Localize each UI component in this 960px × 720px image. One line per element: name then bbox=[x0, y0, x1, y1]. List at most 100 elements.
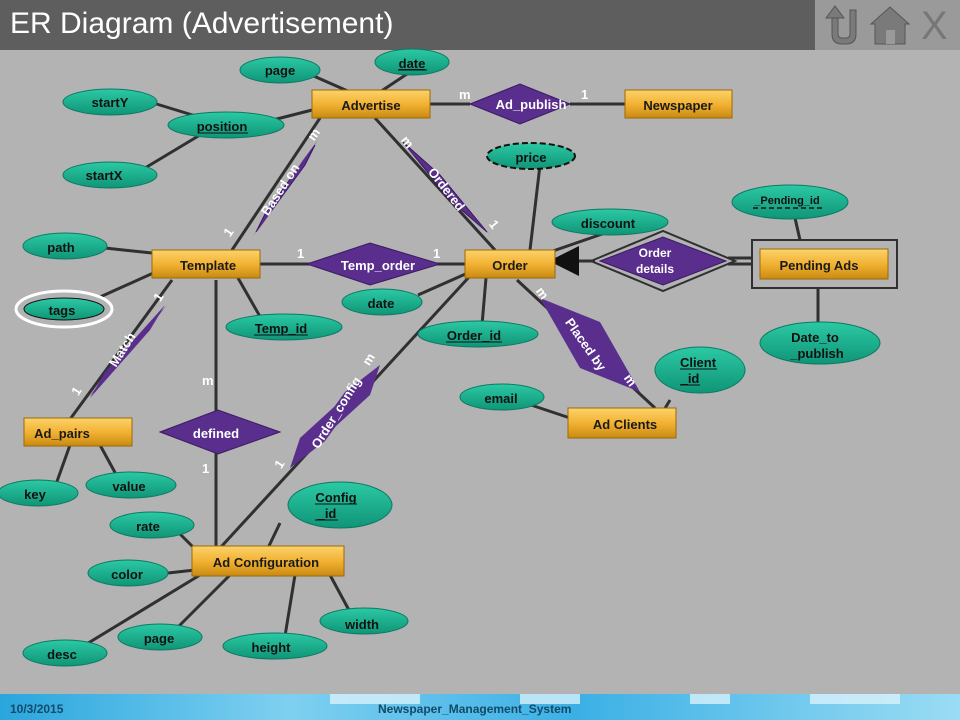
attribute-label-line2: _publish bbox=[789, 346, 844, 361]
attribute-label: date bbox=[368, 296, 395, 311]
footer-date: 10/3/2015 bbox=[10, 702, 64, 716]
attribute-label: position bbox=[197, 119, 248, 134]
close-button[interactable]: X bbox=[915, 2, 960, 48]
attribute-order-id: Order_id bbox=[417, 320, 539, 348]
attribute-path: path bbox=[22, 232, 108, 260]
relationship-label: Temp_order bbox=[341, 258, 415, 273]
attribute-label: value bbox=[112, 479, 145, 494]
weak-entity-border bbox=[751, 239, 898, 289]
title-bar: ER Diagram (Advertisement) bbox=[0, 0, 815, 50]
attribute-label: page bbox=[144, 631, 174, 646]
attribute-starty: startY bbox=[62, 88, 158, 116]
entity-label: Pending Ads bbox=[780, 258, 859, 273]
attribute-rate: rate bbox=[109, 511, 195, 539]
attribute-label: color bbox=[111, 567, 143, 582]
attribute-startx: startX bbox=[62, 161, 158, 189]
cardinality-order-config-1: 1 bbox=[271, 457, 288, 471]
attribute-value: value bbox=[85, 471, 177, 499]
entity-label: Newspaper bbox=[643, 98, 712, 113]
attribute-config-id: Config _id bbox=[287, 481, 393, 529]
cardinality-defined-m: m bbox=[202, 373, 214, 388]
entity-template: Template bbox=[151, 249, 261, 279]
attribute-temp-id: Temp_id bbox=[225, 313, 343, 341]
entity-ad-clients: Ad Clients bbox=[567, 407, 677, 439]
relationship-label: Ad_publish bbox=[496, 97, 567, 112]
attribute-label: email bbox=[484, 391, 517, 406]
cardinality-placed-by-top: m bbox=[533, 284, 552, 302]
attribute-date-top: date bbox=[374, 48, 450, 76]
cardinality-based-on-1: 1 bbox=[220, 225, 236, 240]
attribute-pending-id: _Pending_id bbox=[731, 184, 849, 220]
entity-label: Order bbox=[492, 258, 527, 273]
cardinality-temp-order-right: 1 bbox=[433, 246, 440, 261]
attribute-label: price bbox=[515, 150, 546, 165]
cardinality-ad-publish-1: 1 bbox=[581, 87, 588, 102]
relationship-label-line1: Order bbox=[639, 246, 672, 260]
relationship-based-on: Based on bbox=[253, 140, 318, 236]
relationship-temp-order: Temp_order bbox=[305, 242, 442, 286]
entity-ad-pairs: Ad_pairs bbox=[23, 417, 133, 447]
attribute-label: _Pending_id bbox=[753, 195, 819, 207]
cardinality-defined-1: 1 bbox=[202, 461, 209, 476]
attribute-label: startX bbox=[86, 168, 123, 183]
attribute-label: path bbox=[47, 240, 75, 255]
entity-label: Ad_pairs bbox=[34, 426, 90, 441]
relationship-label: Order_config bbox=[308, 374, 364, 451]
attribute-price: price bbox=[486, 142, 576, 170]
relationship-ordered: Ordered bbox=[400, 140, 490, 235]
entity-label: Advertise bbox=[341, 98, 400, 113]
relationship-order-config: Order_config bbox=[290, 365, 380, 468]
footer-bar bbox=[0, 694, 960, 720]
slide-title: ER Diagram (Advertisement) bbox=[10, 7, 394, 40]
attribute-page-top: page bbox=[239, 56, 321, 84]
cardinality-order-config-m: m bbox=[359, 350, 378, 368]
attribute-label: rate bbox=[136, 519, 160, 534]
attribute-label-line2: _id bbox=[680, 371, 700, 386]
entity-newspaper: Newspaper bbox=[624, 89, 733, 119]
footer-text: Newspaper_Management_System bbox=[378, 702, 572, 716]
home-icon bbox=[869, 6, 911, 45]
attribute-page-bottom: page bbox=[117, 623, 203, 651]
relationship-label: Match bbox=[106, 330, 139, 370]
entity-advertise: Advertise bbox=[311, 89, 431, 119]
cardinality-based-on-m: m bbox=[304, 125, 323, 143]
navigation-bar: X bbox=[815, 0, 960, 50]
attribute-label: Order_id bbox=[447, 328, 501, 343]
home-button[interactable] bbox=[867, 2, 913, 48]
attribute-date-to-publish: Date_to _publish bbox=[759, 321, 881, 365]
relationship-match: Match bbox=[88, 305, 167, 398]
attribute-label-line1: Client bbox=[680, 355, 717, 370]
attribute-label: desc bbox=[47, 647, 77, 662]
entity-label: Template bbox=[180, 258, 236, 273]
attribute-tags: tags bbox=[14, 289, 114, 329]
entity-label: Ad Clients bbox=[593, 417, 657, 432]
back-button[interactable] bbox=[820, 2, 866, 48]
cardinality-ordered-1: 1 bbox=[486, 217, 502, 232]
relationship-defined: defined bbox=[158, 409, 282, 455]
attribute-email: email bbox=[459, 383, 545, 411]
attribute-color: color bbox=[87, 559, 169, 587]
attribute-label: width bbox=[344, 617, 379, 632]
relationship-ad-publish: Ad_publish bbox=[468, 83, 572, 125]
attribute-key: key bbox=[0, 479, 79, 507]
attribute-width: width bbox=[319, 607, 409, 635]
cardinality-ad-publish-m: m bbox=[459, 87, 471, 102]
undo-arrow-icon bbox=[825, 5, 857, 45]
entity-pending-ads: Pending Ads bbox=[759, 248, 889, 280]
attribute-client-id: Client _id bbox=[654, 346, 746, 394]
attribute-label-line1: Date_to bbox=[791, 330, 839, 345]
attribute-discount: discount bbox=[551, 208, 669, 236]
attribute-label: height bbox=[252, 640, 292, 655]
attribute-label: tags bbox=[49, 303, 76, 318]
relationship-label: Based on bbox=[258, 161, 302, 218]
attribute-label: key bbox=[24, 487, 46, 502]
attribute-desc: desc bbox=[22, 639, 108, 667]
attribute-label: date bbox=[399, 56, 426, 71]
cardinality-match-bottom: 1 bbox=[68, 384, 85, 398]
entity-label: Ad Configuration bbox=[213, 555, 319, 570]
attribute-label: discount bbox=[581, 216, 636, 231]
attribute-label-line2: _id bbox=[317, 506, 337, 521]
attribute-label: startY bbox=[92, 95, 129, 110]
